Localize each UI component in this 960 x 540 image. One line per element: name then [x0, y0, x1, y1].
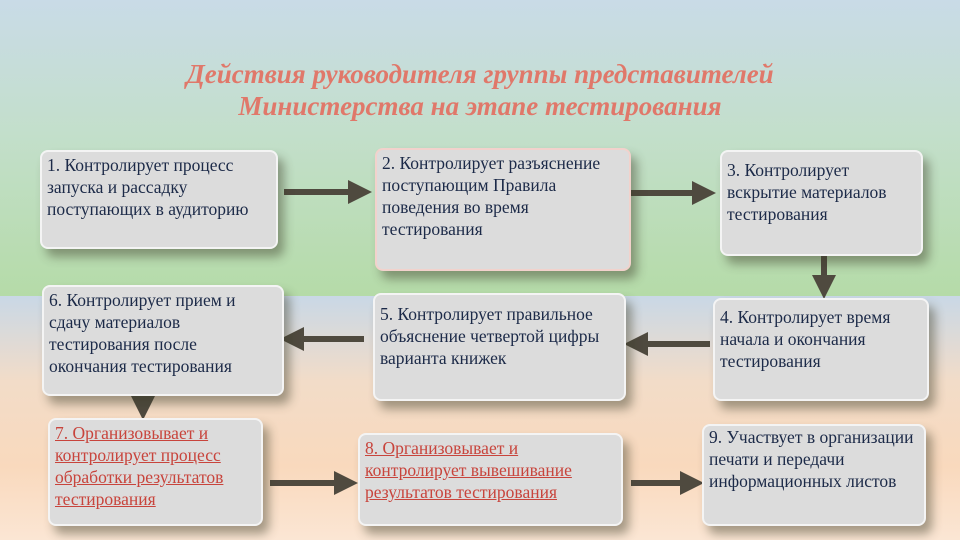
step-5-box: 5. Контролирует правильное объяснение че… [373, 293, 626, 401]
step-2-box: 2. Контролирует разъяснение поступающим … [375, 148, 631, 271]
step-9-box: 9. Участвует в организации печати и пере… [702, 424, 926, 526]
step-6-box: 6. Контролирует прием и сдачу материалов… [42, 285, 284, 396]
step-8-link[interactable]: 8. Организовывает и контролирует вывешив… [358, 433, 623, 526]
step-1-box: 1. Контролирует процесс запуска и рассад… [40, 150, 278, 249]
slide-title: Действия руководителя группы представите… [0, 58, 960, 122]
title-line-2: Министерства на этапе тестирования [238, 91, 722, 121]
step-7-link[interactable]: 7. Организовывает и контролирует процесс… [48, 418, 263, 526]
title-line-1: Действия руководителя группы представите… [186, 59, 774, 89]
step-4-box: 4. Контролирует время начала и окончания… [713, 298, 929, 401]
step-3-box: 3. Контролирует вскрытие материалов тест… [720, 150, 923, 256]
